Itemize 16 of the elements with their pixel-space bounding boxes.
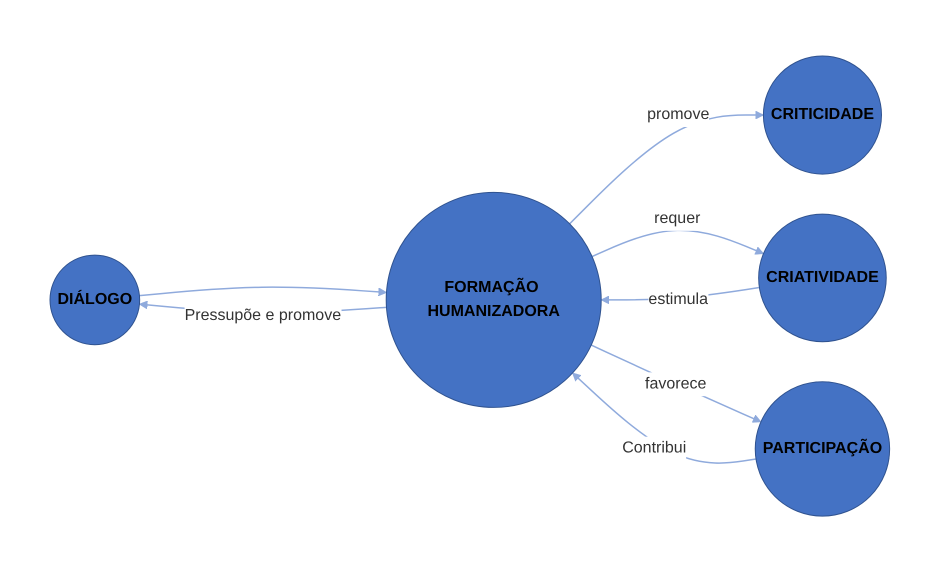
arrow	[139, 286, 387, 297]
node-circle: DIÁLOGO	[49, 255, 140, 346]
arrow	[568, 111, 764, 225]
node-circle: PARTICIPAÇÃO	[754, 382, 890, 518]
node-circle: CRITICIDADE	[762, 56, 882, 176]
node-circle: CRIATIVIDADE	[758, 214, 886, 343]
edge-label: estimula	[648, 291, 708, 308]
edge-label: favorece	[644, 376, 706, 393]
arrow	[590, 344, 761, 424]
node-circle: FORMAÇÃO HUMANIZADORA	[385, 192, 602, 408]
arrow	[591, 230, 764, 258]
edge-label: Pressupõe e promove	[184, 307, 341, 324]
edge-label: promove	[646, 106, 710, 124]
edge-label: Contribui	[622, 440, 686, 458]
arrow	[572, 373, 756, 464]
edge-label: requer	[654, 210, 700, 228]
